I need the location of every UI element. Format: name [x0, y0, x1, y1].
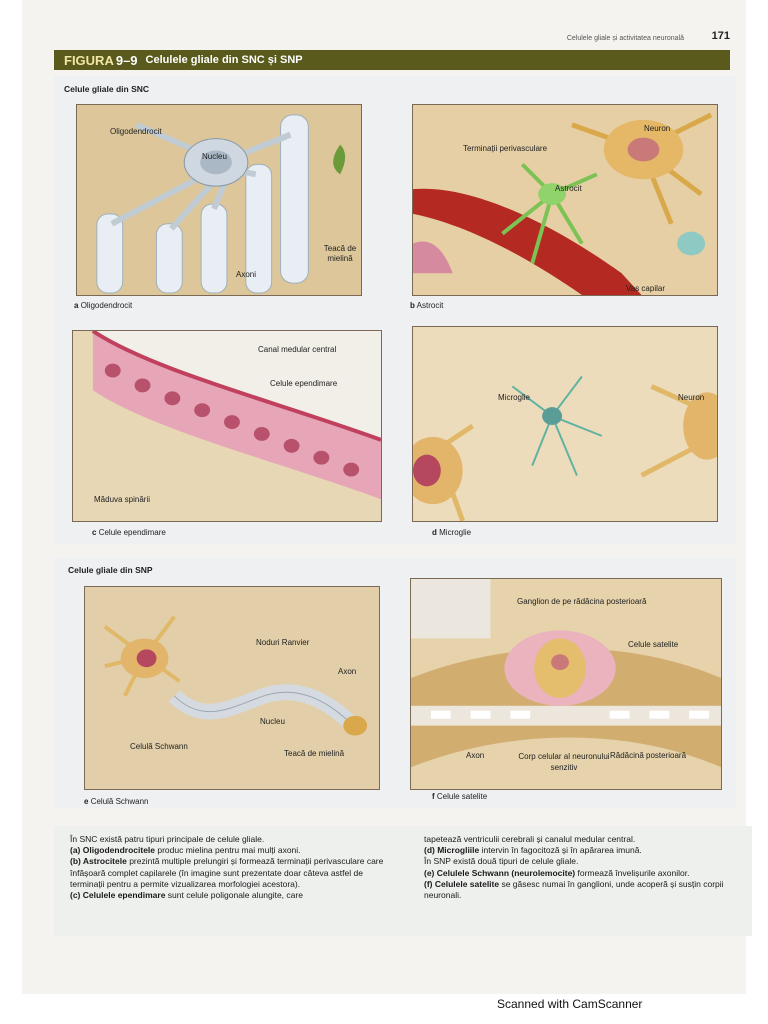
label-myelin-sheath-a: Teacă de mielină	[323, 244, 357, 263]
description-text: În SNP există două tipuri de celule glia…	[424, 856, 579, 867]
description-term: (b) Astrocitele	[70, 856, 127, 867]
panel-astrocyte	[412, 104, 718, 296]
description-term: (e) Celulele Schwann (neurolemocite)	[424, 867, 576, 878]
figure-header: FIGURA 9–9 Celulele gliale din SNC și SN…	[54, 50, 730, 70]
label-oligodendrocyte: Oligodendrocit	[110, 127, 162, 136]
panel-satellite	[410, 578, 722, 790]
panel-ependymal	[72, 330, 382, 522]
description-text: prezintă multiple prelungiri și formează…	[70, 856, 384, 889]
description-paragraph: (e) Celulele Schwann (neurolemocite) for…	[424, 868, 742, 879]
panel-schwann	[84, 586, 380, 790]
description-text: intervin în fagocitoză și în apărarea im…	[479, 845, 642, 856]
page-number: 171	[711, 30, 730, 42]
description-right-column: tapetează ventriculii cerebrali și canal…	[424, 834, 742, 901]
schwann-illustration	[85, 587, 379, 789]
caption-a: a Oligodendrocit	[74, 301, 133, 310]
label-axons-a: Axoni	[236, 270, 257, 279]
label-microglia: Microglie	[498, 393, 531, 402]
label-ependymal-cells: Celule ependimare	[270, 379, 338, 388]
label-myelin-sheath-e: Teacă de mielină	[284, 749, 345, 758]
description-paragraph: În SNP există două tipuri de celule glia…	[424, 856, 742, 867]
label-nucleus-e: Nucleu	[260, 717, 285, 726]
cns-section-title: Celule gliale din SNC	[64, 84, 150, 94]
description-paragraph: (c) Celulele ependimare sunt celule poli…	[70, 890, 388, 901]
description-paragraph: (a) Oligodendrocitele produc mielina pen…	[70, 845, 388, 856]
description-left-column: În SNC există patru tipuri principale de…	[70, 834, 388, 901]
description-term: (d) Microgliile	[424, 845, 480, 856]
description-text: tapetează ventriculii cerebrali și canal…	[424, 834, 636, 844]
description-text: sunt celule poligonale alungite, care	[165, 890, 303, 901]
astrocyte-illustration	[413, 105, 717, 295]
figure-number: 9–9	[115, 52, 138, 68]
panel-microglia	[412, 326, 718, 522]
description-paragraph: (d) Microgliile intervin în fagocitoză ș…	[424, 845, 742, 856]
label-perivascular-terminals: Terminații perivasculare	[462, 144, 548, 153]
scanner-watermark: Scanned with CamScanner	[497, 997, 643, 1011]
microglia-illustration	[413, 327, 717, 521]
label-ranvier-nodes: Noduri Ranvier	[256, 638, 310, 647]
caption-d: d Microglie	[432, 528, 472, 537]
oligodendrocyte-illustration	[77, 105, 361, 295]
label-satellite-cells: Celule satelite	[628, 640, 679, 649]
label-capillary: Vas capilar	[626, 284, 665, 293]
book-page: Celulele gliale și activitatea neuronală…	[22, 0, 752, 994]
label-neuron-b: Neuron	[644, 124, 671, 133]
description-paragraph: (b) Astrocitele prezintă multiple prelun…	[70, 856, 388, 890]
panel-oligodendrocyte	[76, 104, 362, 296]
description-text: se găsesc numai în ganglioni, unde acope…	[424, 878, 724, 901]
satellite-illustration	[411, 579, 721, 789]
label-posterior-root: Rădăcină posterioară	[610, 751, 687, 760]
caption-c: c Celule ependimare	[92, 528, 166, 537]
figure-title: Celulele gliale din SNC și SNP	[145, 54, 303, 66]
description-box: În SNC există patru tipuri principale de…	[54, 826, 752, 936]
label-central-canal: Canal medular central	[258, 345, 337, 354]
description-term: (c) Celulele ependimare	[70, 890, 166, 901]
caption-f: f Celule satelite	[432, 792, 488, 801]
label-axon-e: Axon	[338, 667, 357, 676]
label-sensory-neuron-body: Corp celular al neuronului senzitiv	[518, 752, 610, 772]
pns-section-title: Celule gliale din SNP	[68, 565, 153, 575]
description-text: În SNC există patru tipuri principale de…	[70, 834, 265, 844]
running-head: Celulele gliale și activitatea neuronală	[566, 35, 684, 42]
description-paragraph: tapetează ventriculii cerebrali și canal…	[424, 834, 742, 845]
label-axon-f: Axon	[466, 751, 485, 760]
caption-e: e Celulă Schwann	[84, 797, 149, 806]
description-paragraph: În SNC există patru tipuri principale de…	[70, 834, 388, 845]
label-astrocyte: Astrocit	[555, 184, 582, 193]
ependymal-illustration	[73, 331, 381, 521]
caption-b: b Astrocit	[410, 301, 444, 310]
description-paragraph: (f) Celulele satelite se găsesc numai în…	[424, 879, 742, 901]
label-nucleus-a: Nucleu	[202, 152, 227, 161]
description-term: (f) Celulele satelite	[424, 878, 500, 889]
description-text: produc mielina pentru mai mulți axoni.	[155, 845, 301, 856]
label-spinal-cord: Măduva spinării	[94, 495, 151, 504]
figure-label: FIGURA	[64, 52, 114, 68]
description-text: formează învelișurile axonilor.	[575, 867, 690, 878]
label-posterior-root-ganglion: Ganglion de pe rădăcina posterioară	[517, 597, 647, 606]
description-term: (a) Oligodendrocitele	[70, 845, 156, 856]
label-neuron-d: Neuron	[678, 393, 705, 402]
label-schwann-cell: Celulă Schwann	[130, 742, 188, 751]
